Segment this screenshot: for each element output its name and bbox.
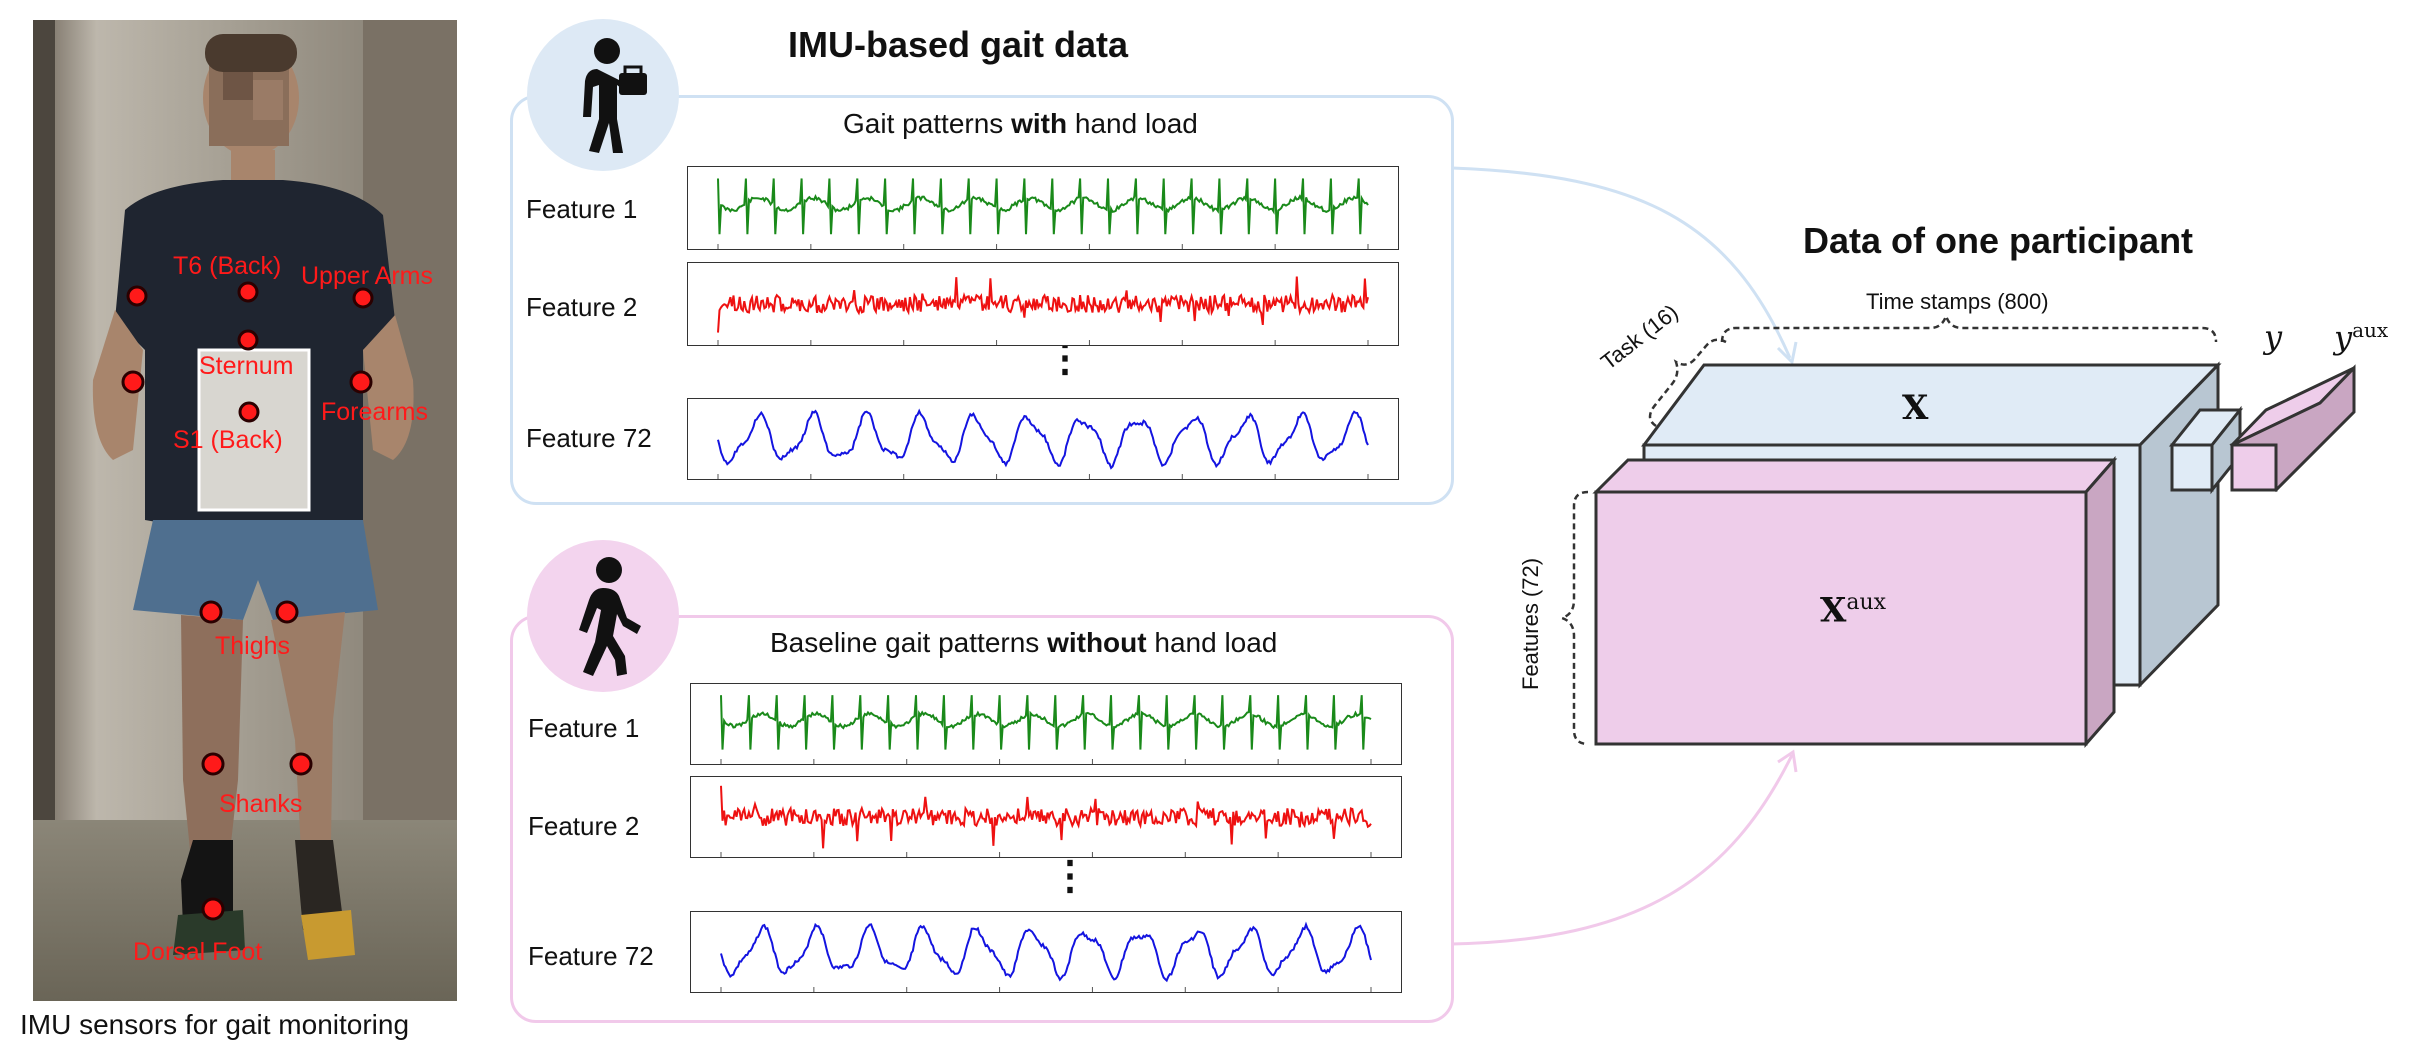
with-load-title-suffix: hand load: [1067, 108, 1198, 139]
walking-icon-circle: [527, 540, 679, 692]
with-load-arrow: [1451, 166, 1792, 359]
participant-title: Data of one participant: [1803, 220, 2194, 261]
without-load-title-suffix: hand load: [1146, 627, 1278, 658]
sensor-label-dorsal-foot: Dorsal Foot: [133, 938, 263, 966]
wo2-trace: [720, 785, 1372, 849]
xaux-block-side: [2084, 456, 2116, 748]
time-brace: [1720, 312, 2218, 343]
with2-trace: [717, 276, 1369, 333]
yaux-label-sup: aux: [2352, 318, 2389, 342]
person-carrying-box-icon: [583, 38, 647, 153]
features-brace: [1558, 490, 1589, 746]
with-load-arrowhead: [1776, 341, 1798, 366]
photo-caption: IMU sensors for gait monitoring: [20, 1009, 410, 1040]
with-signal-plot-2: [687, 262, 1399, 346]
xaux-block-front: [1594, 490, 2088, 746]
with1-trace: [717, 178, 1369, 235]
without-signal-plot-2: [690, 776, 1402, 858]
with-signal-plot-72: [687, 398, 1399, 480]
xaux-block-top: [1592, 458, 2118, 494]
without-signal-2: [720, 785, 1372, 857]
with72-trace: [717, 408, 1369, 470]
y-block-front: [2170, 443, 2214, 492]
wo1-trace: [720, 695, 1372, 750]
yaux-label-main: y: [2334, 318, 2353, 357]
without-feature-label-2: Feature 2: [528, 811, 640, 841]
yaux-block-front: [2230, 443, 2278, 492]
without-signal-72: [720, 921, 1372, 992]
sensor-label-forearms: Forearms: [321, 398, 428, 426]
with-load-title: Gait patterns with hand load: [843, 108, 1198, 140]
wo72-trace: [720, 921, 1372, 983]
sensor-label-upper-arms: Upper Arms: [301, 262, 433, 290]
xaux-label: Xaux: [1820, 590, 1886, 630]
yaux-label: yaux: [2334, 318, 2388, 357]
with-feature-label-1: Feature 1: [526, 194, 638, 224]
walking-person-photo: [33, 20, 457, 1001]
with-signal-72: [717, 408, 1369, 479]
with-signal-1: [717, 178, 1369, 249]
x-block-top: [1641, 363, 2222, 447]
y-label: y: [2264, 318, 2283, 356]
without-load-arrowhead: [1777, 749, 1798, 773]
sensor-label-sternum: Sternum: [199, 352, 294, 380]
sensor-label-t6: T6 (Back): [173, 252, 282, 280]
with-load-title-bold: with: [1011, 108, 1068, 139]
without-signal-plot-72: [690, 911, 1402, 993]
with-load-title-prefix: Gait patterns: [843, 108, 1012, 139]
without-load-title-prefix: Baseline gait patterns: [770, 627, 1048, 658]
carrying-box-icon-circle: [527, 19, 679, 171]
without-load-title: Baseline gait patterns without hand load: [770, 627, 1277, 659]
xaux-label-main: X: [1820, 590, 1847, 631]
gait-photo: T6 (Back) Upper Arms Sternum Forearms S1…: [33, 20, 457, 1001]
without-feature-label-72: Feature 72: [528, 941, 654, 971]
without-load-title-bold: without: [1047, 627, 1147, 658]
sensor-label-thighs: Thighs: [215, 632, 291, 660]
sensor-label-shanks: Shanks: [219, 790, 303, 818]
features-label: Features (72): [1518, 557, 1543, 690]
with-signal-plot-1: [687, 166, 1399, 250]
person-walking-icon: [579, 557, 641, 676]
without-signal-plot-1: [690, 683, 1402, 765]
x-label: X: [1902, 388, 1929, 428]
sensor-label-s1: S1 (Back): [173, 426, 283, 454]
task-brace: [1648, 338, 1727, 428]
with-feature-label-72: Feature 72: [526, 423, 652, 453]
without-feature-label-1: Feature 1: [528, 713, 640, 743]
without-signal-1: [720, 695, 1372, 764]
xaux-label-sup: aux: [1846, 590, 1887, 615]
with-signal-2: [717, 276, 1369, 345]
gait-section-title: IMU-based gait data: [788, 24, 1129, 65]
without-load-arrow: [1451, 754, 1794, 946]
with-feature-label-2: Feature 2: [526, 292, 638, 322]
time-stamps-label: Time stamps (800): [1866, 289, 2049, 314]
